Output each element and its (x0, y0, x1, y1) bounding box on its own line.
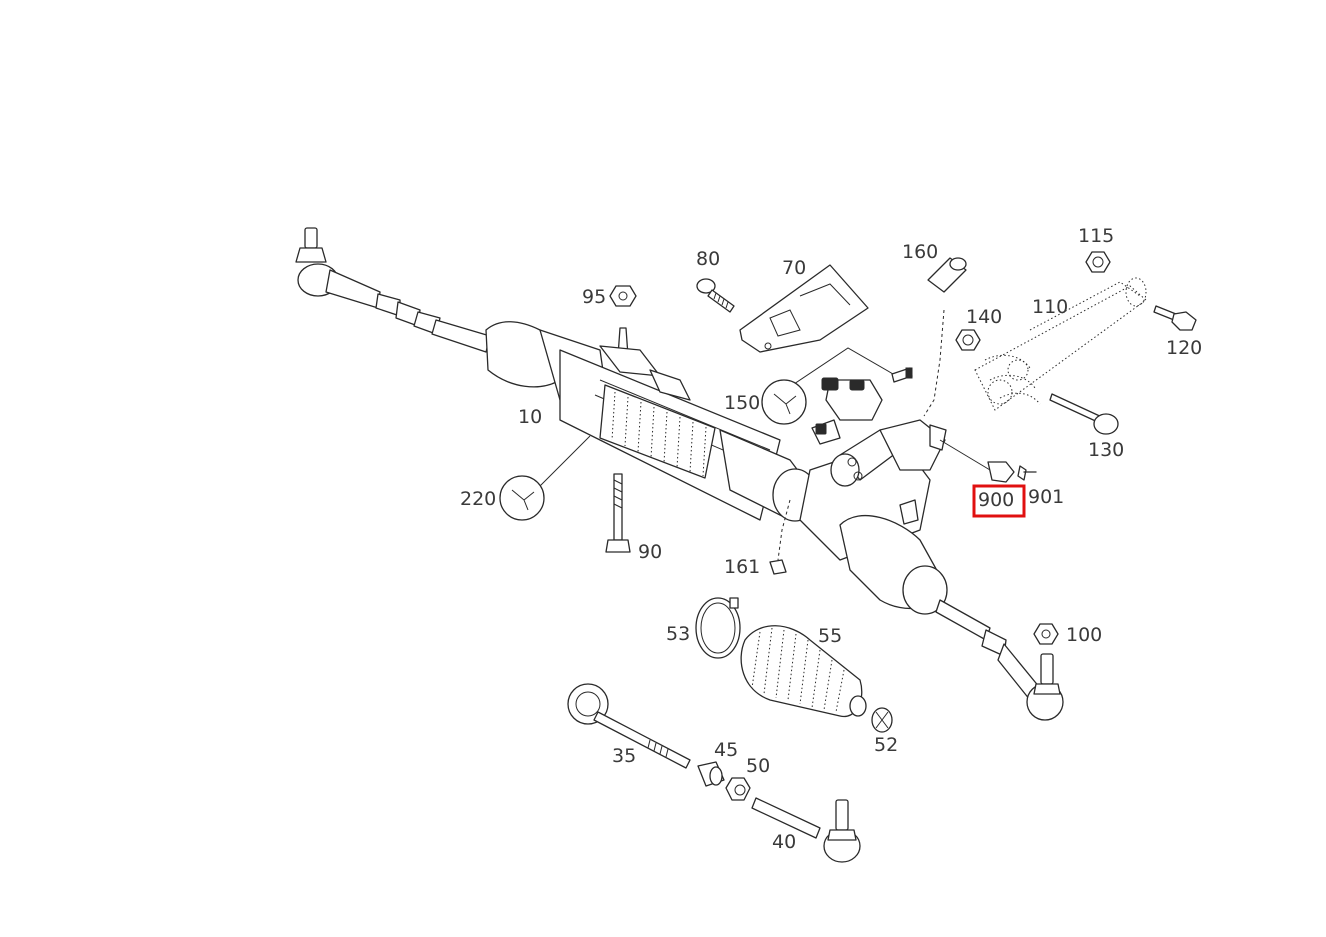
callout-220[interactable]: 220 (460, 488, 496, 510)
part-95-nut[interactable] (609, 285, 637, 307)
part-53-clamp[interactable] (695, 597, 741, 659)
callout-110[interactable]: 110 (1032, 296, 1068, 318)
highlight-box-900 (972, 484, 1026, 518)
part-160-sleeve[interactable] (923, 257, 967, 417)
part-50-nut[interactable] (725, 777, 751, 801)
right-tie-rod-end (935, 599, 1064, 721)
part-100-nut[interactable] (1033, 623, 1059, 645)
callout-10[interactable]: 10 (518, 406, 542, 428)
callout-52[interactable]: 52 (874, 734, 898, 756)
part-900-connector[interactable] (939, 439, 1015, 483)
callout-900[interactable]: 900 (978, 489, 1014, 511)
callout-45[interactable]: 45 (714, 739, 738, 761)
rack-corrugation (599, 384, 716, 479)
part-45-sleeve[interactable] (697, 761, 725, 787)
callout-150[interactable]: 150 (724, 392, 760, 414)
callout-53[interactable]: 53 (666, 623, 690, 645)
callout-161[interactable]: 161 (724, 556, 760, 578)
part-55-bellows-boot[interactable] (740, 625, 867, 718)
part-115-washer[interactable] (1085, 251, 1111, 273)
callout-55[interactable]: 55 (818, 625, 842, 647)
callout-901[interactable]: 901 (1028, 486, 1064, 508)
part-161-screw[interactable] (769, 499, 791, 575)
callout-95[interactable]: 95 (582, 286, 606, 308)
callout-115[interactable]: 115 (1078, 225, 1114, 247)
part-35-inner-tie-rod[interactable] (567, 683, 691, 769)
part-70-cover[interactable] (739, 264, 869, 353)
part-52-clip[interactable] (871, 707, 893, 733)
callout-160[interactable]: 160 (902, 241, 938, 263)
callout-120[interactable]: 120 (1166, 337, 1202, 359)
part-110-shaft[interactable] (974, 277, 1147, 411)
part-130-bolt[interactable] (1049, 393, 1119, 435)
part-40-outer-tie-rod-end[interactable] (751, 797, 861, 863)
part-120-bolt[interactable] (1153, 305, 1197, 331)
callout-100[interactable]: 100 (1066, 624, 1102, 646)
callout-70[interactable]: 70 (782, 257, 806, 279)
callout-130[interactable]: 130 (1088, 439, 1124, 461)
steering-rack-assembly[interactable] (295, 227, 1064, 721)
part-90-bolt[interactable] (605, 473, 631, 553)
part-150-sensor[interactable] (769, 347, 913, 445)
callout-140[interactable]: 140 (966, 306, 1002, 328)
part-220-wrench-icon[interactable] (499, 435, 591, 521)
callout-50[interactable]: 50 (746, 755, 770, 777)
callout-80[interactable]: 80 (696, 248, 720, 270)
part-901-clip[interactable] (1017, 465, 1037, 481)
part-80-bolt[interactable] (696, 278, 735, 313)
left-tie-rod-end (295, 227, 491, 353)
callout-35[interactable]: 35 (612, 745, 636, 767)
callout-90[interactable]: 90 (638, 541, 662, 563)
wrench-icon (761, 379, 807, 425)
part-140-nut[interactable] (955, 329, 981, 351)
callout-40[interactable]: 40 (772, 831, 796, 853)
